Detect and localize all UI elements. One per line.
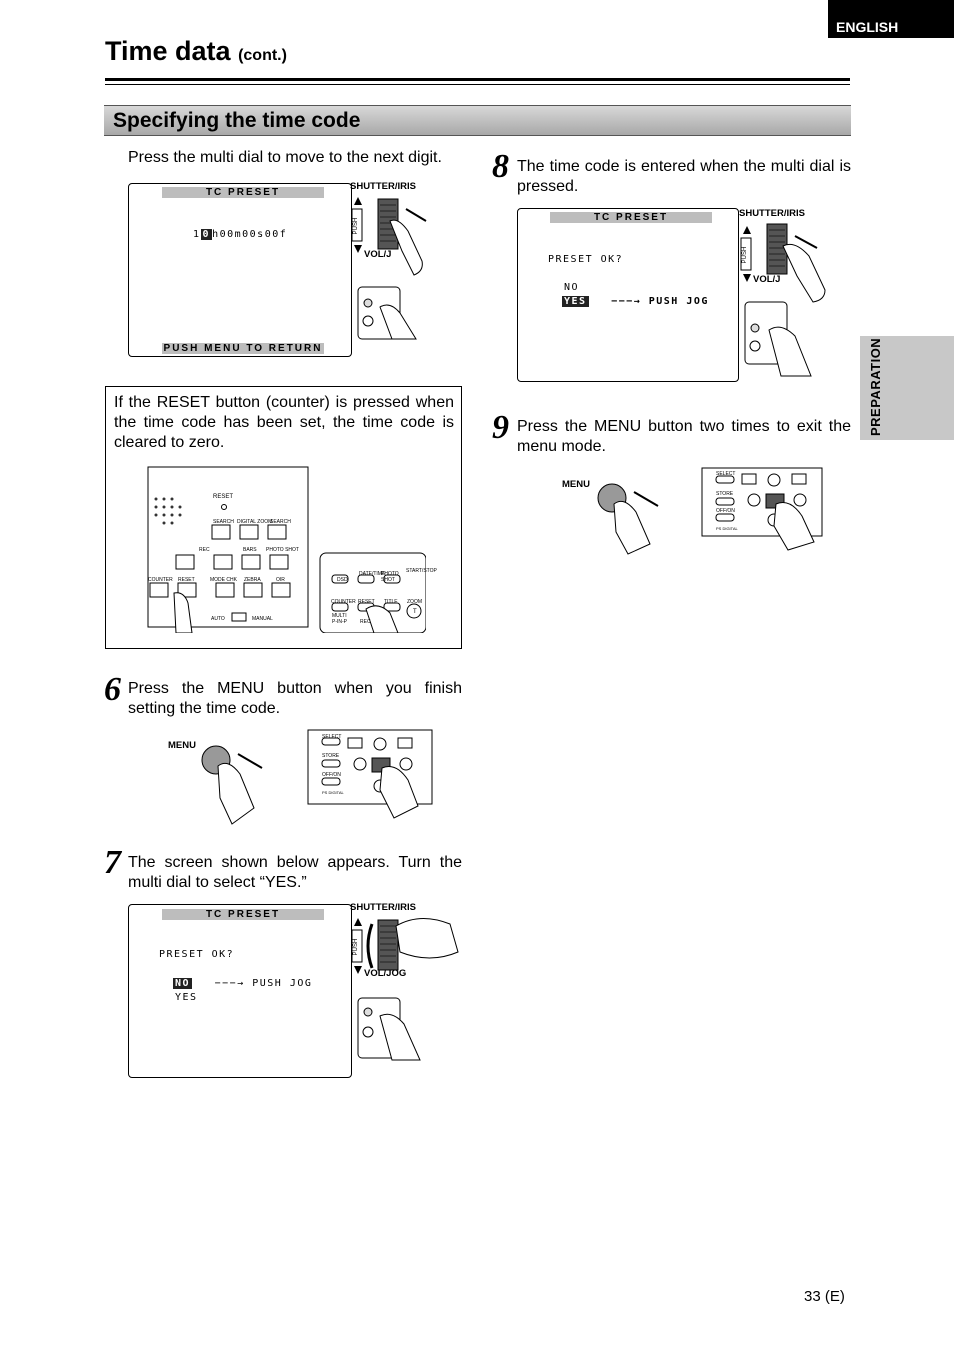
remote-label-store: STORE (322, 753, 340, 759)
push-label-icon: PUSH (353, 939, 359, 956)
vol-j-label: VOL/J (753, 274, 781, 285)
dial-hand-drawing: PUSH (351, 197, 427, 340)
menu-button-hand-drawing (201, 729, 433, 825)
multi-dial-illustration-3: SHUTTER/IRIS PUSH VOL/J (739, 208, 851, 383)
cam-label-reset2: RESET (178, 577, 195, 583)
page-number: 33 (E) (804, 1288, 845, 1305)
reset-note-box: If the RESET button (counter) is pressed… (105, 386, 462, 649)
menu-label: MENU (562, 479, 590, 490)
tc-preset-screen-2: TC PRESET PRESET OK? NO −−−→ PUSH JOG YE… (128, 904, 352, 1078)
screen-top-bar: TC PRESET (162, 909, 324, 920)
remote-label-counter: COUNTER (331, 599, 356, 605)
remote-label-store: STORE (716, 491, 734, 497)
preset-ok-question: PRESET OK? (159, 949, 235, 960)
step-7-number: 7 (104, 844, 121, 881)
cam-label-search-plus: SEARCH (270, 519, 291, 525)
remote-label-off-on: OFF/ON (322, 772, 341, 778)
remote-label-zoom: ZOOM (407, 599, 422, 605)
remote-label-dsd: DSD (337, 577, 348, 583)
remote-label-photo-shot: PHOTO SHOT (381, 571, 399, 583)
push-jog-hint: PUSH JOG (648, 296, 709, 307)
option-no: NO (564, 282, 580, 293)
remote-label-rec: REC (360, 619, 371, 625)
page-title-suffix: (cont.) (238, 47, 287, 64)
arrow-indicator: −−−→ (611, 296, 642, 307)
remote-label-start-stop: START/STOP (406, 568, 437, 574)
menu-button-hand-drawing (597, 467, 823, 555)
step-6-text: Press the MENU button when you finish se… (128, 680, 462, 717)
cam-label-counter: COUNTER (148, 577, 173, 583)
cam-label-search-minus: SEARCH (213, 519, 234, 525)
tc-preset-screen-3: TC PRESET PRESET OK? NO YES −−−→ PUSH JO… (517, 208, 739, 382)
menu-label: MENU (168, 740, 196, 751)
camera-panel-drawing (147, 466, 426, 633)
option-yes-selected: YES (562, 296, 589, 307)
step-8-number: 8 (492, 148, 509, 185)
page-title-text: Time data (105, 36, 231, 66)
section-title: Specifying the time code (113, 109, 361, 132)
title-rule-thick (105, 78, 850, 81)
remote-label-t: T (413, 609, 417, 615)
dial-press-hand-drawing: PUSH (740, 223, 826, 377)
vol-j-label: VOL/J (364, 249, 392, 260)
shutter-iris-label: SHUTTER/IRIS (739, 208, 805, 219)
dial-turn-hand-drawing: PUSH (351, 918, 459, 1061)
remote-label-ps-digital: PS DIGITAL (716, 526, 738, 531)
page-title: Time data (cont.) (105, 36, 287, 67)
screen-top-bar: TC PRESET (550, 212, 712, 223)
step-9-number: 9 (492, 409, 509, 446)
cam-label-oir: OIR (276, 577, 285, 583)
remote-label-multi-pinp: MULTI P-IN-P (332, 613, 347, 625)
time-code-cursor: 0 (200, 229, 213, 240)
option-no-row: NO −−−→ PUSH JOG (173, 978, 312, 989)
cam-label-rec: REC (199, 547, 210, 553)
multi-dial-illustration-1: SHUTTER/IRIS PUSH VOL/J (350, 181, 460, 341)
note-text: If the RESET button (counter) is pressed… (114, 394, 454, 451)
step-6-number: 6 (104, 671, 121, 708)
step-8-text: The time code is entered when the multi … (517, 158, 851, 195)
cam-label-photo-shot: PHOTO SHOT (266, 547, 299, 553)
preset-ok-question: PRESET OK? (548, 254, 624, 265)
vol-jog-label: VOL/JOG (364, 968, 407, 979)
option-yes-row: YES −−−→ PUSH JOG (562, 296, 709, 307)
cam-label-bars: BARS (243, 547, 257, 553)
remote-label-ps-digital: PS DIGITAL (322, 790, 344, 795)
side-tab-label: PREPARATION (868, 337, 883, 436)
step-6-illustration: MENU SELECT STORE OFF/ON PS DIGITAL (168, 728, 468, 828)
remote-label-date-time: DATE/TIME (359, 571, 386, 577)
remote-label-reset: RESET (358, 599, 375, 605)
cam-label-auto: AUTO (211, 616, 225, 622)
remote-label-off-on: OFF/ON (716, 508, 735, 514)
push-jog-hint: PUSH JOG (252, 978, 313, 989)
screen-bottom-bar: PUSH MENU TO RETURN (162, 343, 324, 354)
cam-label-mode-chk: MODE CHK (210, 577, 237, 583)
push-label-icon: PUSH (742, 247, 748, 264)
multi-dial-illustration-2: SHUTTER/IRIS PUSH VOL/JOG (350, 902, 462, 1062)
step-9-illustration: MENU SELECT STORE OFF/ON PS DIGITAL (562, 466, 852, 556)
option-yes: YES (175, 992, 198, 1003)
screen-top-bar: TC PRESET (162, 187, 324, 198)
remote-label-title: TITLE (384, 599, 398, 605)
shutter-iris-label: SHUTTER/IRIS (350, 181, 416, 192)
title-rule-thin (105, 84, 850, 85)
shutter-iris-label: SHUTTER/IRIS (350, 902, 416, 913)
arrow-indicator: −−−→ (214, 978, 245, 989)
step-7-text: The screen shown below appears. Turn the… (128, 854, 462, 891)
side-tab-preparation: PREPARATION (860, 336, 954, 440)
language-tab: ENGLISH (828, 0, 954, 38)
cam-label-manual: MANUAL (252, 616, 273, 622)
remote-label-select: SELECT (322, 734, 342, 740)
intro-text: Press the multi dial to move to the next… (128, 149, 442, 166)
push-label-icon: PUSH (353, 218, 359, 235)
cam-label-reset: RESET (213, 494, 234, 500)
section-header: Specifying the time code (104, 105, 851, 136)
remote-label-select: SELECT (716, 471, 736, 477)
cam-label-zebra: ZEBRA (244, 577, 261, 583)
step-9-text: Press the MENU button two times to exit … (517, 418, 851, 455)
cam-label-digital-zoom: DIGITAL ZOOM (237, 519, 273, 525)
option-no-selected: NO (173, 978, 193, 989)
